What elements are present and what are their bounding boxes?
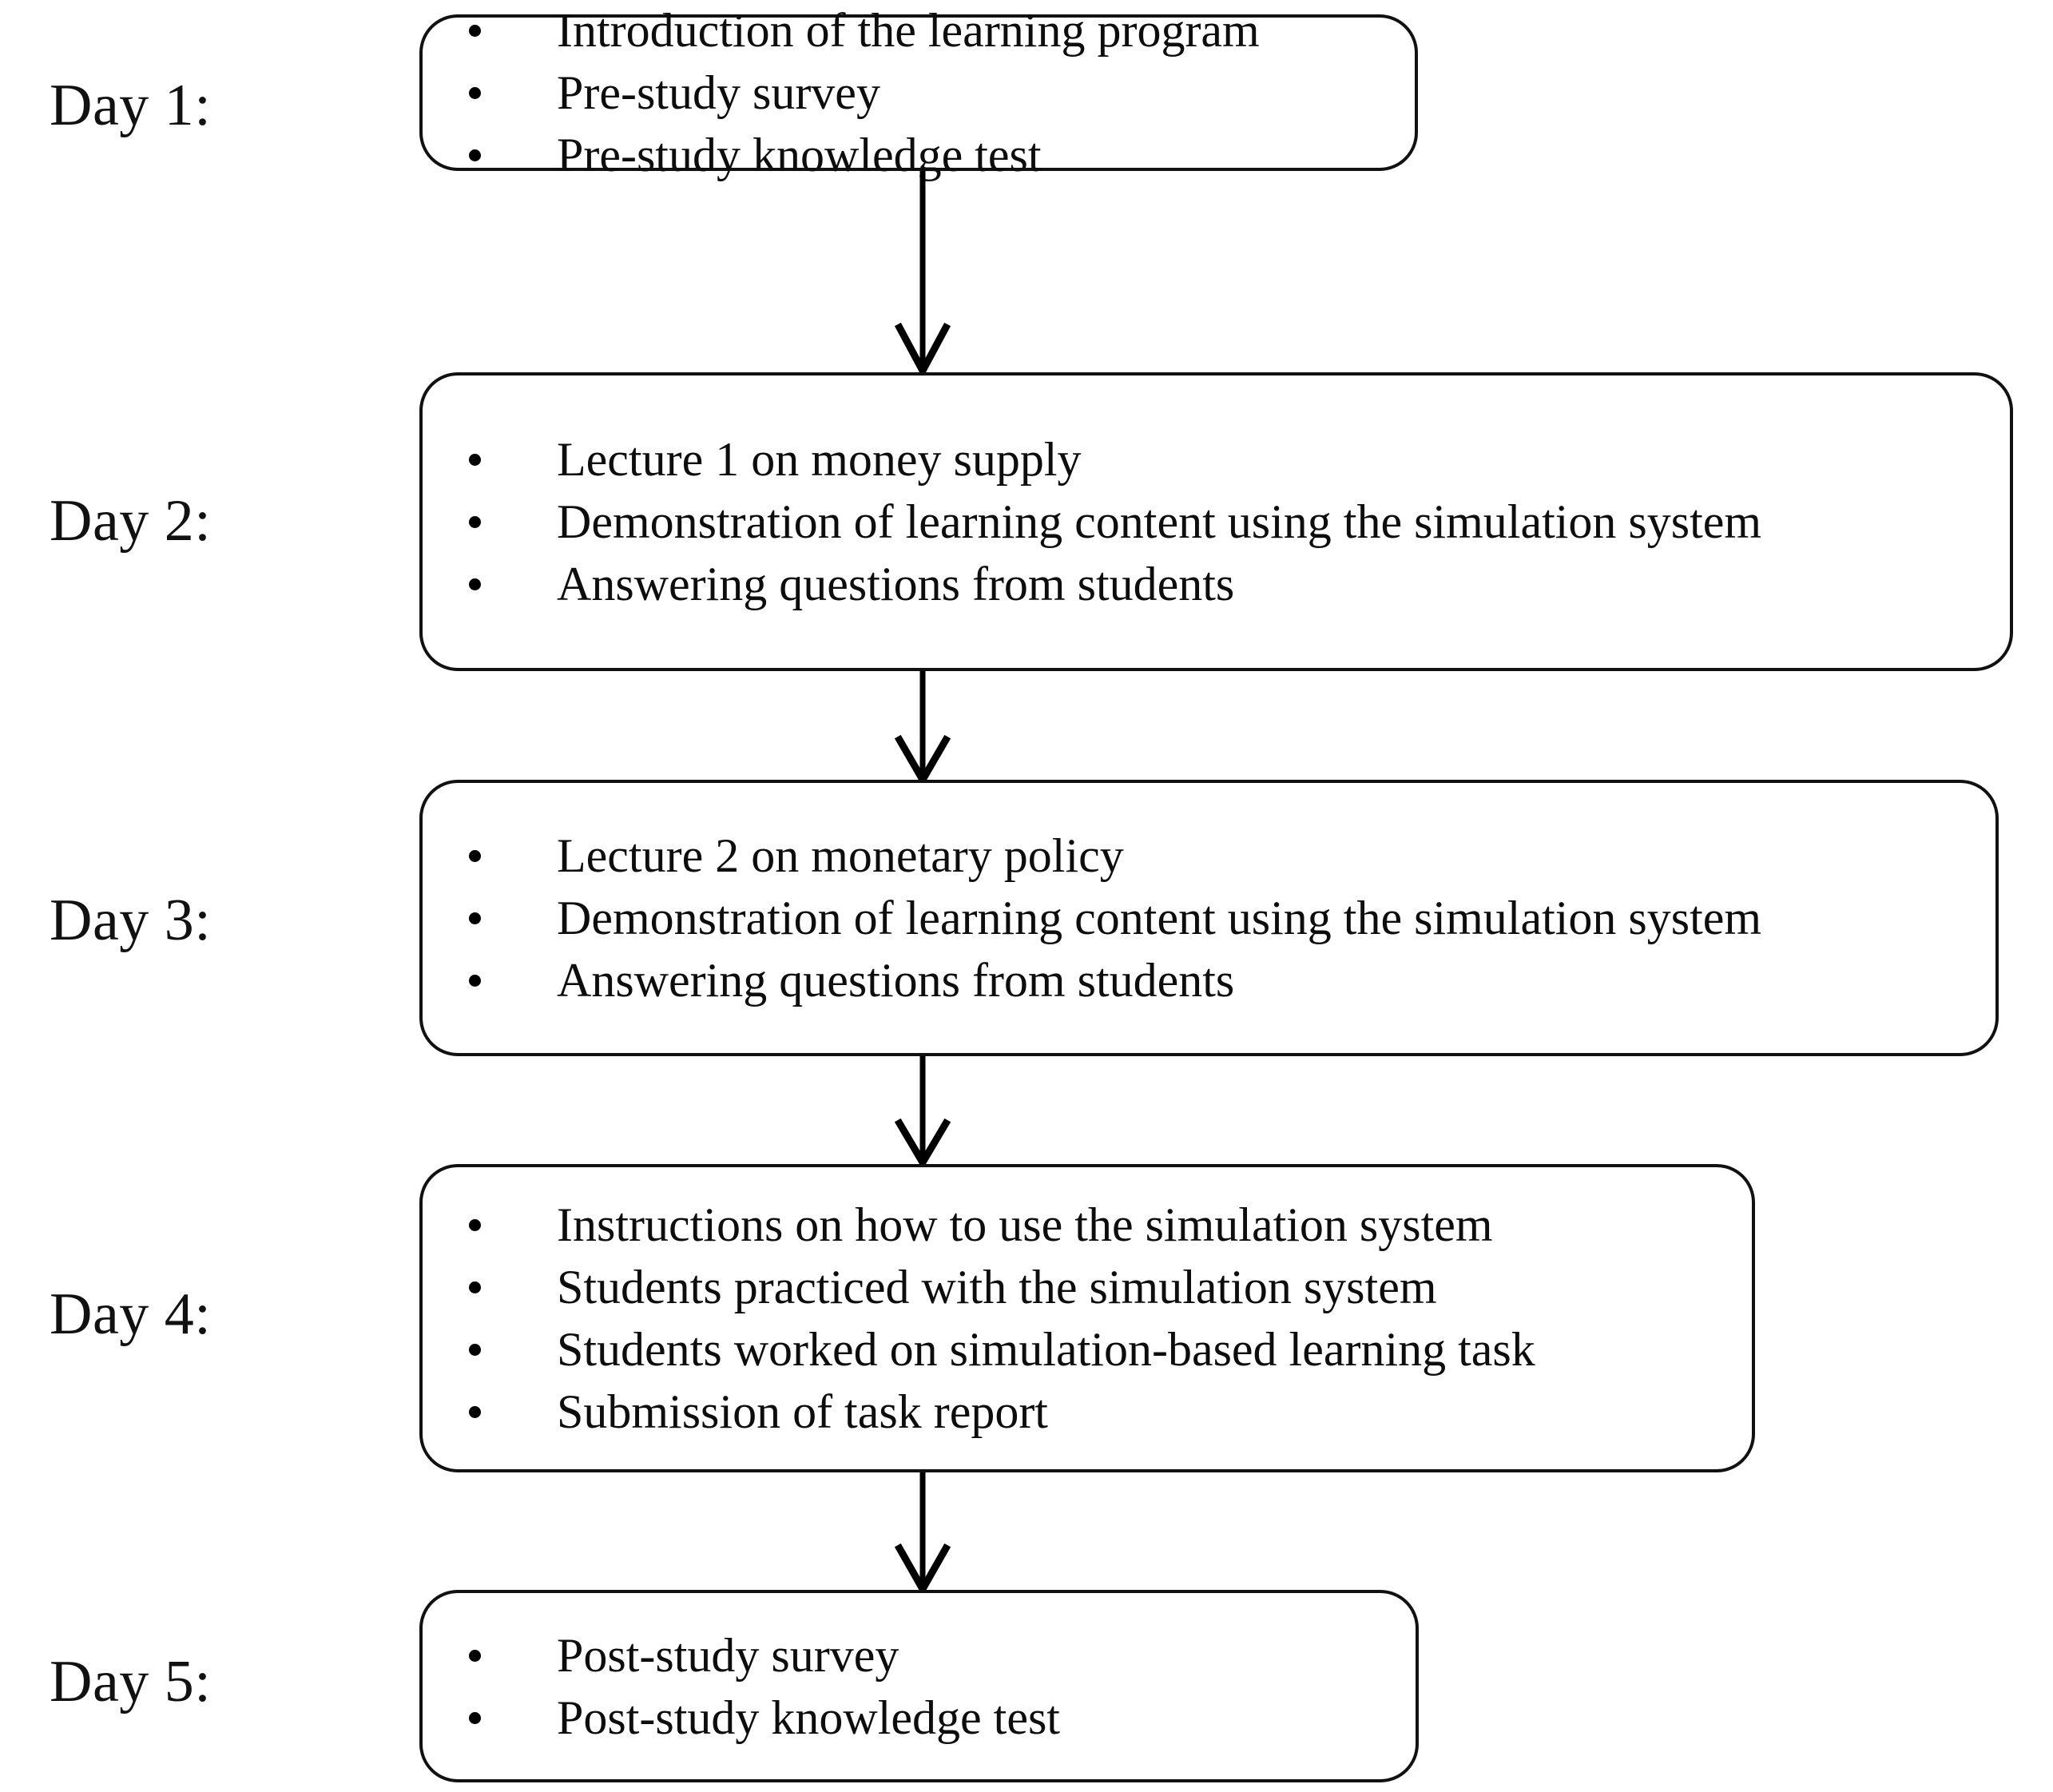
bullet-dot-icon — [469, 1406, 481, 1418]
list-item-label: Students practiced with the simulation s… — [557, 1261, 1437, 1313]
arrow-day4-to-day5 — [887, 1472, 959, 1591]
list-item: Post-study knowledge test — [423, 1687, 1416, 1749]
bullet-dot-icon — [469, 850, 481, 862]
step-box-day-4[interactable]: Instructions on how to use the simulatio… — [419, 1164, 1755, 1472]
bullet-dot-icon — [469, 975, 481, 987]
list-item-label: Lecture 1 on money supply — [557, 433, 1082, 486]
list-item: Demonstration of learning content using … — [423, 491, 2010, 553]
day-label-5: Day 5: — [50, 1649, 212, 1715]
list-item: Lecture 1 on money supply — [423, 428, 2010, 491]
list-item: Lecture 2 on monetary policy — [423, 824, 1995, 887]
day-label-3: Day 3: — [50, 888, 212, 953]
list-item: Students practiced with the simulation s… — [423, 1256, 1752, 1318]
list-item-label: Instructions on how to use the simulatio… — [557, 1198, 1493, 1251]
bullet-dot-icon — [469, 149, 481, 161]
list-item-label: Lecture 2 on monetary policy — [557, 829, 1124, 882]
list-item-label: Students worked on simulation-based lear… — [557, 1323, 1535, 1376]
list-item-label: Post-study knowledge test — [557, 1691, 1060, 1744]
bullet-dot-icon — [469, 1711, 481, 1724]
list-item: Pre-study knowledge test — [423, 124, 1415, 186]
day-label-4: Day 4: — [50, 1281, 212, 1347]
list-item-label: Answering questions from students — [557, 954, 1235, 1007]
list-item: Instructions on how to use the simulatio… — [423, 1194, 1752, 1256]
list-item-label: Demonstration of learning content using … — [557, 892, 1762, 944]
arrow-day2-to-day3 — [887, 671, 959, 781]
bullet-list-day-1: Introduction of the learning program Pre… — [423, 0, 1415, 186]
bullet-list-day-4: Instructions on how to use the simulatio… — [423, 1194, 1752, 1443]
step-box-day-2[interactable]: Lecture 1 on money supply Demonstration … — [419, 372, 2013, 671]
bullet-dot-icon — [469, 516, 481, 528]
bullet-dot-icon — [469, 1344, 481, 1356]
list-item: Answering questions from students — [423, 553, 2010, 615]
bullet-dot-icon — [469, 912, 481, 924]
list-item: Demonstration of learning content using … — [423, 887, 1995, 949]
bullet-dot-icon — [469, 87, 481, 99]
bullet-list-day-5: Post-study survey Post-study knowledge t… — [423, 1624, 1416, 1749]
arrow-day1-to-day2 — [887, 171, 959, 372]
list-item-label: Pre-study knowledge test — [557, 129, 1042, 181]
bullet-dot-icon — [469, 1649, 481, 1662]
list-item: Post-study survey — [423, 1624, 1416, 1687]
day-label-1: Day 1: — [50, 73, 212, 138]
list-item: Students worked on simulation-based lear… — [423, 1318, 1752, 1381]
step-box-day-5[interactable]: Post-study survey Post-study knowledge t… — [419, 1590, 1419, 1782]
bullet-dot-icon — [469, 454, 481, 466]
list-item: Introduction of the learning program — [423, 0, 1415, 62]
step-box-day-1[interactable]: Introduction of the learning program Pre… — [419, 4, 1418, 181]
bullet-dot-icon — [469, 1281, 481, 1293]
list-item: Answering questions from students — [423, 949, 1995, 1011]
list-item-label: Answering questions from students — [557, 558, 1235, 610]
list-item-label: Introduction of the learning program — [557, 4, 1260, 57]
bullet-list-day-3: Lecture 2 on monetary policy Demonstrati… — [423, 824, 1995, 1011]
bullet-dot-icon — [469, 1219, 481, 1231]
list-item-label: Submission of task report — [557, 1385, 1048, 1438]
bullet-list-day-2: Lecture 1 on money supply Demonstration … — [423, 428, 2010, 615]
arrow-day3-to-day4 — [887, 1056, 959, 1164]
bullet-dot-icon — [469, 25, 481, 37]
list-item: Submission of task report — [423, 1381, 1752, 1443]
bullet-dot-icon — [469, 578, 481, 590]
list-item-label: Post-study survey — [557, 1628, 899, 1682]
list-item: Pre-study survey — [423, 62, 1415, 124]
list-item-label: Demonstration of learning content using … — [557, 495, 1762, 548]
step-box-day-3[interactable]: Lecture 2 on monetary policy Demonstrati… — [419, 780, 1999, 1056]
day-label-2: Day 2: — [50, 488, 212, 554]
list-item-label: Pre-study survey — [557, 66, 880, 119]
